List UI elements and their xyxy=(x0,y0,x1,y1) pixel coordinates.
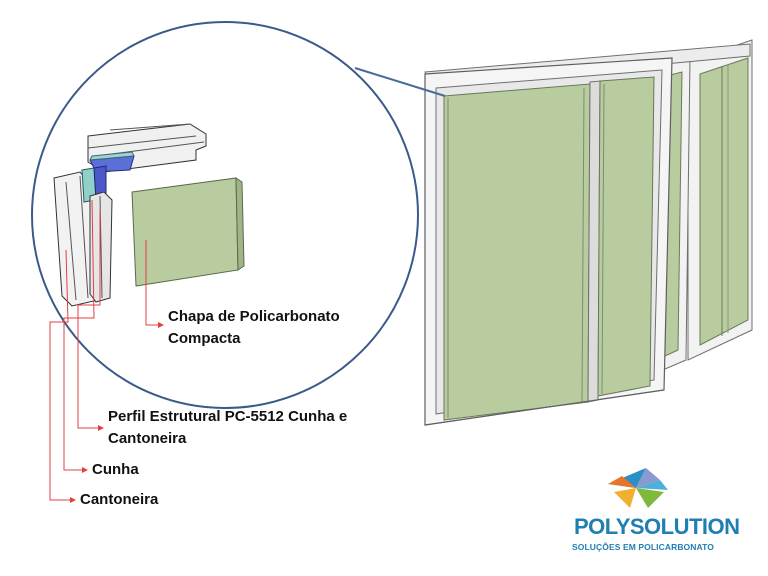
polysolution-logo: POLYSOLUTION SOLUÇÕES EM POLICARBONATO xyxy=(560,462,740,562)
logo-star-icon xyxy=(608,468,668,508)
far-panel-green xyxy=(699,57,749,346)
callout-perfil-line1: Perfil Estrutural PC-5512 Cunha e xyxy=(108,408,348,425)
callout-lines xyxy=(49,199,164,503)
logo-tagline: SOLUÇÕES EM POLICARBONATO xyxy=(572,542,714,552)
logo-wordmark: POLYSOLUTION xyxy=(574,514,740,539)
polycarbonate-sheet-edge xyxy=(235,177,245,271)
callout-line-cunha xyxy=(63,199,95,471)
main-panel-green-right xyxy=(597,76,655,397)
panel-wall-perspective xyxy=(424,39,753,426)
callout-cantoneira: Cantoneira xyxy=(80,491,159,508)
wedge-cyan-top xyxy=(89,151,135,161)
main-panel-green-left xyxy=(443,83,591,421)
callout-chapa-line2: Compacta xyxy=(168,330,241,347)
callout-perfil-line2: Cantoneira xyxy=(108,430,187,447)
polycarbonate-sheet xyxy=(131,177,239,287)
exploded-parts xyxy=(53,123,245,307)
zoom-connector-line xyxy=(354,67,446,97)
callout-line-chapa xyxy=(145,240,158,326)
callout-chapa-line1: Chapa de Policarbonato xyxy=(168,308,340,325)
callout-line-cantoneira xyxy=(49,249,70,501)
callout-line-perfil xyxy=(77,210,101,429)
callout-cunha: Cunha xyxy=(92,461,139,478)
